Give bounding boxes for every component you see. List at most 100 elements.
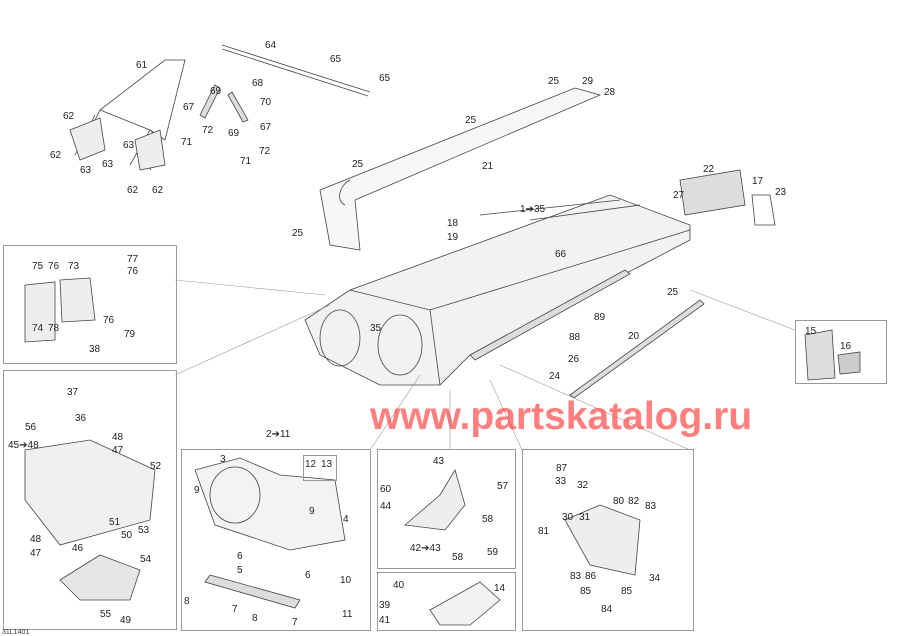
bracket-16-drawing: [837, 351, 861, 375]
callout: 48: [30, 534, 42, 545]
callout: 57: [497, 481, 509, 492]
callout: 79: [124, 329, 136, 340]
rod-drawing: [221, 44, 371, 97]
callout: 71: [181, 137, 193, 148]
callout: 45➔48: [8, 440, 39, 451]
callout: 41: [379, 615, 391, 626]
callout: 39: [379, 600, 391, 611]
callout: 59: [487, 547, 499, 558]
callout: 28: [604, 87, 616, 98]
callout: 27: [673, 190, 685, 201]
callout: 67: [260, 122, 272, 133]
callout: 19: [447, 232, 459, 243]
callout: 31: [579, 512, 591, 523]
callout: 62: [127, 185, 139, 196]
callout: 63: [102, 159, 114, 170]
callout: 89: [594, 312, 606, 323]
leader-lines: [174, 279, 796, 451]
guard-plates-drawing: [24, 277, 96, 343]
callout: 2➔11: [266, 429, 291, 440]
callout: 60: [380, 484, 392, 495]
callout: 64: [265, 40, 277, 51]
callout: 48: [112, 432, 124, 443]
callout: 80: [613, 496, 625, 507]
steering-frame-drawing: [69, 59, 186, 171]
support-drawing: [404, 469, 466, 531]
callout: 83: [570, 571, 582, 582]
callout: 46: [72, 543, 84, 554]
callout: 61: [136, 60, 148, 71]
callout: 7: [292, 617, 298, 628]
callout: 63: [123, 140, 135, 151]
callout: 85: [580, 586, 592, 597]
callout: 73: [68, 261, 80, 272]
inset-box-12-13: [303, 455, 337, 481]
callout: 21: [482, 161, 494, 172]
callout: 40: [393, 580, 405, 591]
callout: 52: [150, 461, 162, 472]
callout: 17: [752, 176, 764, 187]
callout: 12: [305, 459, 317, 470]
callout: 5: [237, 565, 243, 576]
callout: 86: [585, 571, 597, 582]
callout: 23: [775, 187, 787, 198]
callout: 32: [577, 480, 589, 491]
callout: 22: [703, 164, 715, 175]
callout: 51: [109, 517, 121, 528]
callout: 20: [628, 331, 640, 342]
callout: 38: [89, 344, 101, 355]
callout: 71: [240, 156, 252, 167]
rail-drawing: [469, 269, 705, 399]
callout: 72: [259, 146, 271, 157]
callout: 74: [32, 323, 44, 334]
lower-bracket-drawing: [59, 554, 141, 601]
callout: 62: [63, 111, 75, 122]
callout: 47: [30, 548, 42, 559]
callout: 58: [452, 552, 464, 563]
callout: 70: [260, 97, 272, 108]
watermark: www.partskatalog.ru: [370, 395, 753, 438]
callout: 82: [628, 496, 640, 507]
brackets-drawing: [199, 84, 249, 123]
callout: 4: [343, 514, 349, 525]
callout: 83: [645, 501, 657, 512]
callout: 36: [75, 413, 87, 424]
callout: 10: [340, 575, 352, 586]
callout: 76: [103, 315, 115, 326]
callout: 68: [252, 78, 264, 89]
callout: 34: [649, 573, 661, 584]
callout: 84: [601, 604, 613, 615]
inset-box-15-16: [795, 320, 887, 384]
inset-box-42-60: [377, 449, 516, 569]
callout: 8: [252, 613, 258, 624]
callout: 49: [120, 615, 132, 626]
callout: 14: [494, 583, 506, 594]
callout: 88: [569, 332, 581, 343]
callout: 29: [582, 76, 594, 87]
callout: 44: [380, 501, 392, 512]
rear-bracket-drawing: [679, 169, 776, 226]
callout: 9: [194, 485, 200, 496]
callout: 62: [152, 185, 164, 196]
callout: 65: [330, 54, 342, 65]
diagram-code: 31L1401: [2, 629, 30, 636]
callout: 26: [568, 354, 580, 365]
inset-box-73-79: [3, 245, 177, 364]
callout: 76: [48, 261, 60, 272]
callout: 81: [538, 526, 550, 537]
callout: 11: [342, 609, 353, 620]
bulkhead-drawing: [194, 457, 346, 551]
callout: 76: [127, 266, 139, 277]
callout: 58: [482, 514, 494, 525]
callout: 72: [202, 125, 214, 136]
callout: 62: [50, 150, 62, 161]
callout: 43: [433, 456, 445, 467]
callout: 53: [138, 525, 150, 536]
callout: 69: [228, 128, 240, 139]
callout: 42➔43: [410, 543, 441, 554]
callout: 24: [549, 371, 561, 382]
callout: 85: [621, 586, 633, 597]
front-frame-drawing: [24, 439, 156, 546]
callout: 25: [548, 76, 560, 87]
